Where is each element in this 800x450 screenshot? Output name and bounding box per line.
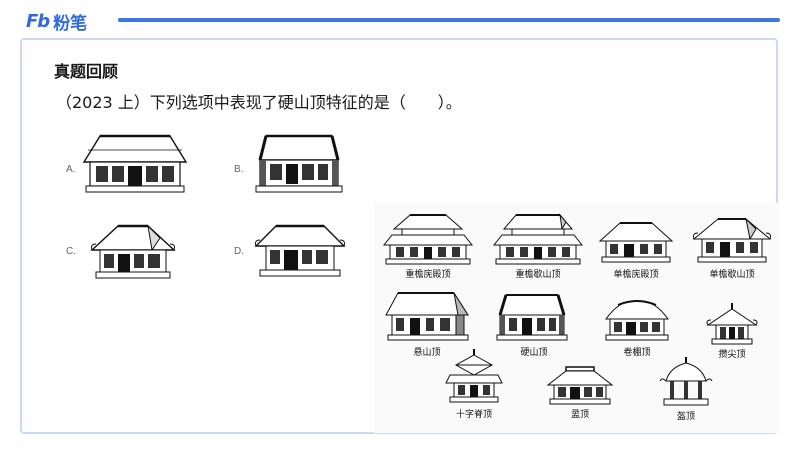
reference-item: 重檐歇山顶 [492, 211, 584, 280]
option-c-label: C. [66, 246, 76, 257]
option-a-building-image [82, 128, 188, 196]
section-title: 真题回顾 [54, 62, 119, 81]
flat-top-roof-building-icon [546, 366, 614, 405]
reference-item: 单檐歇山顶 [690, 213, 774, 280]
reference-caption: 硬山顶 [520, 348, 548, 358]
helmet-roof-pavilion-icon [659, 357, 713, 406]
option-d-building-image [254, 220, 346, 280]
option-c-building-image [88, 222, 178, 282]
single-eave-hip-roof-building-icon [598, 222, 674, 263]
reference-caption: 单檐庑殿顶 [613, 270, 659, 280]
round-ridge-roof-building-icon [605, 300, 669, 341]
double-eave-gable-hip-roof-building-icon [492, 213, 584, 265]
cross-ridge-roof-building-icon [445, 349, 503, 403]
option-b-building-image [252, 130, 348, 196]
reference-caption: 重檐歇山顶 [515, 270, 561, 280]
reference-item: 重檐庑殿顶 [382, 211, 474, 280]
overhanging-gable-roof-building-icon [385, 292, 469, 341]
reference-item: 硬山顶 [494, 291, 574, 358]
reference-item: 盔顶 [656, 357, 716, 422]
option-a-label: A. [66, 164, 76, 175]
reference-caption: 盔顶 [676, 412, 695, 422]
option-b-label: B. [234, 164, 244, 175]
double-eave-hip-roof-building-icon [382, 214, 474, 265]
flush-gable-roof-building-icon [496, 294, 568, 341]
reference-item: 卷棚顶 [600, 297, 674, 358]
reference-item: 盝顶 [544, 363, 616, 420]
question-text: （2023 上）下列选项中表现了硬山顶特征的是（ ）。 [56, 93, 462, 112]
reference-item: 悬山顶 [384, 289, 470, 358]
reference-item: 攒尖顶 [704, 303, 760, 360]
option-d-label: D. [234, 246, 244, 257]
roof-types-reference-figure: 重檐庑殿顶 重檐歇山顶 单檐庑殿顶 [374, 203, 780, 433]
reference-caption: 重檐庑殿顶 [405, 270, 451, 280]
reference-caption: 卷棚顶 [623, 348, 651, 358]
brand-mark: Fb [26, 11, 50, 32]
reference-item: 单檐庑殿顶 [596, 217, 676, 280]
reference-caption: 攒尖顶 [718, 350, 746, 360]
brand-logo: Fb 粉笔 [26, 9, 87, 34]
single-eave-gable-hip-roof-building-icon [692, 217, 772, 263]
reference-item: 十字脊顶 [444, 349, 504, 420]
reference-caption: 悬山顶 [413, 348, 441, 358]
reference-caption: 十字脊顶 [455, 410, 492, 420]
reference-caption: 盝顶 [570, 410, 589, 420]
reference-caption: 单檐歇山顶 [709, 270, 755, 280]
brand-name: 粉笔 [53, 14, 88, 34]
pyramidal-roof-pavilion-icon [706, 303, 758, 345]
header-rule [118, 18, 780, 22]
